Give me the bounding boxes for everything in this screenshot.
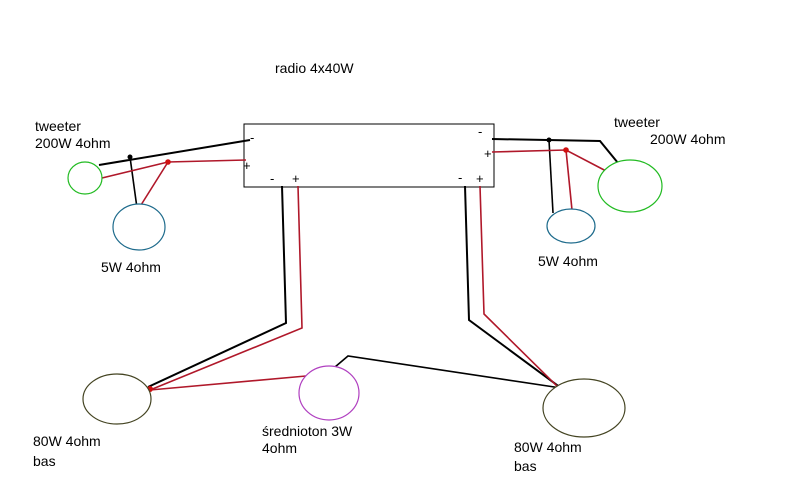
terminal-left-minus: - <box>250 130 254 145</box>
terminal-right-minus: - <box>478 124 482 139</box>
right-red-junction <box>563 147 569 153</box>
left-black-wire <box>98 139 251 166</box>
bass-right-spec: 80W 4ohm <box>514 439 582 455</box>
mid-spec: 4ohm <box>262 440 297 456</box>
left-front-wires <box>98 139 251 209</box>
small-speaker-right <box>546 208 596 244</box>
bass-speaker-left <box>82 373 152 425</box>
terminal-bottom-left-plus: + <box>292 171 300 186</box>
tweeter-right-label: tweeter <box>614 114 660 130</box>
right-red-branch <box>565 149 573 211</box>
bass-speaker-right <box>542 378 626 438</box>
left-to-mid-red-wire <box>149 375 307 391</box>
bass-left-name: bas <box>33 453 56 469</box>
right-bass-black-wire <box>464 185 562 389</box>
rear-wires <box>147 185 564 392</box>
terminal-right-plus: + <box>484 146 492 161</box>
terminal-left-plus: + <box>243 158 251 173</box>
small-left-label: 5W 4ohm <box>101 259 161 275</box>
left-red-to-tweeter <box>101 161 169 179</box>
right-black-wire <box>491 138 619 164</box>
left-black-junction <box>127 154 133 160</box>
left-bass-black-wire <box>147 185 288 388</box>
terminal-bottom-right-minus: - <box>458 170 462 185</box>
tweeter-left-spec: 200W 4ohm <box>35 135 110 151</box>
radio-unit <box>243 123 495 188</box>
tweeter-left <box>67 161 103 195</box>
bass-left-spec: 80W 4ohm <box>33 433 101 449</box>
radio-title: radio 4x40W <box>275 60 354 76</box>
terminal-bottom-left-minus: - <box>270 171 274 186</box>
left-black-branch <box>129 156 138 209</box>
right-black-branch <box>548 139 554 214</box>
bass-right-name: bas <box>514 458 537 474</box>
small-speaker-left <box>112 203 166 251</box>
left-red-junction <box>165 159 171 165</box>
right-bass-red-wire <box>479 185 563 392</box>
small-right-label: 5W 4ohm <box>538 253 598 269</box>
tweeter-right-spec: 200W 4ohm <box>650 131 725 147</box>
midrange-speaker <box>298 365 360 421</box>
tweeter-right <box>597 159 663 213</box>
right-front-wires <box>491 137 619 214</box>
mid-to-right-black-wire <box>334 355 562 389</box>
terminal-bottom-right-plus: + <box>476 171 484 186</box>
right-black-junction <box>546 137 552 143</box>
left-bass-red-wire <box>149 185 303 391</box>
tweeter-left-label: tweeter <box>35 118 81 134</box>
left-red-wire <box>140 159 247 206</box>
mid-name: średnioton 3W <box>262 423 353 439</box>
